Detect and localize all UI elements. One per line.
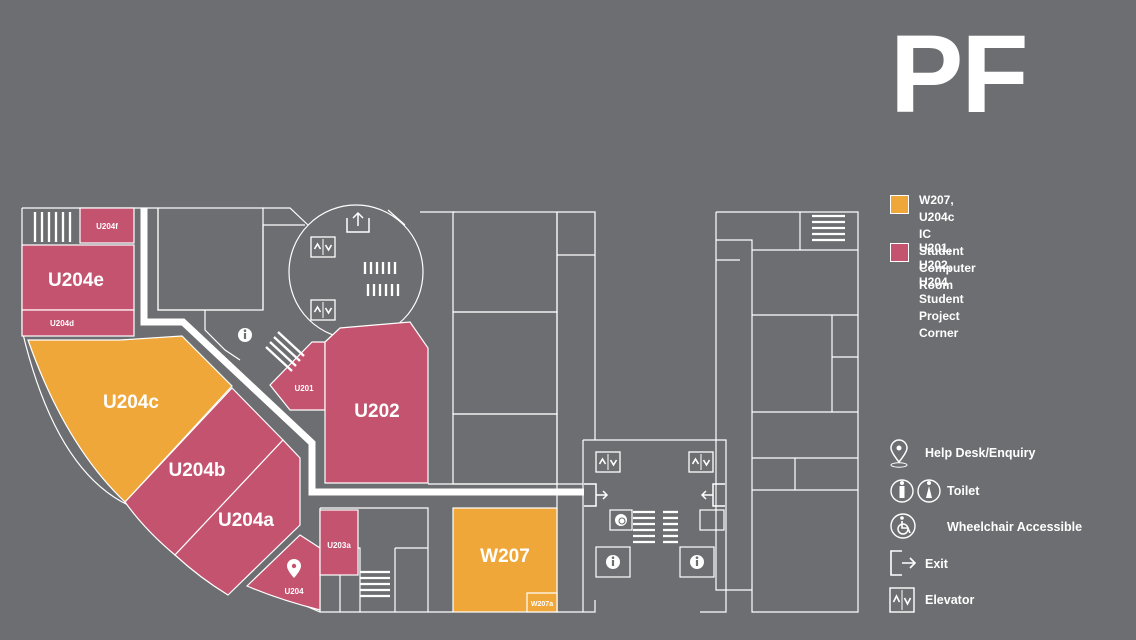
- room-label-u204e: U204e: [48, 270, 104, 291]
- elevator-icon: [310, 299, 336, 321]
- legend-item-project-corner: U201, U202, U204 Student Project Corner: [919, 240, 964, 342]
- exit-icon: [700, 483, 725, 507]
- legend-description: IC Student Computer Room: [919, 227, 976, 292]
- help-desk-icon: [890, 439, 908, 468]
- help-desk-icon: [606, 555, 620, 569]
- wheelchair-icon: [890, 513, 916, 539]
- room-label-u202: U202: [354, 401, 399, 422]
- toilet-icon: [890, 479, 941, 503]
- legend-rooms: U201, U202, U204: [919, 241, 952, 289]
- room-label-u204c: U204c: [103, 392, 159, 413]
- key-label-exit: Exit: [925, 557, 948, 571]
- key-label-wheelchair: Wheelchair Accessible: [947, 520, 1083, 534]
- room-label-u204b: U204b: [168, 460, 225, 481]
- key-label-elevator: Elevator: [925, 593, 975, 607]
- legend-swatch-computer-room: [890, 195, 909, 214]
- exit-icon: [890, 550, 917, 576]
- room-label-u204a: U204a: [218, 510, 274, 531]
- wheelchair-icon: [615, 514, 627, 526]
- room-label-u203a: U203a: [327, 541, 351, 550]
- elevator-icon: [310, 236, 336, 258]
- floor-title: PF: [890, 13, 1029, 136]
- legend-description: Student Project Corner: [919, 292, 964, 340]
- key-label-toilet: Toilet: [947, 484, 980, 498]
- help-desk-icon: [287, 559, 301, 578]
- help-desk-icon: [690, 555, 704, 569]
- legend-rooms: W207, U204c: [919, 193, 955, 224]
- exit-icon: [584, 483, 609, 507]
- exit-icon: [346, 211, 370, 233]
- legend-swatch-project-corner: [890, 243, 909, 262]
- help-desk-icon: [238, 328, 252, 342]
- room-label-w207a: W207a: [531, 601, 553, 608]
- room-label-u204: U204: [284, 587, 304, 596]
- room-label-u201: U201: [294, 384, 314, 393]
- room-label-u204d: U204d: [50, 319, 74, 328]
- room-label-u204f: U204f: [96, 222, 118, 231]
- legend-item-computer-room: W207, U204c IC Student Computer Room: [919, 192, 976, 294]
- room-label-w207: W207: [480, 546, 530, 567]
- key-label-help-desk: Help Desk/Enquiry: [925, 446, 1036, 460]
- elevator-icon: [688, 451, 714, 473]
- elevator-icon: [595, 451, 621, 473]
- elevator-icon: [889, 587, 915, 613]
